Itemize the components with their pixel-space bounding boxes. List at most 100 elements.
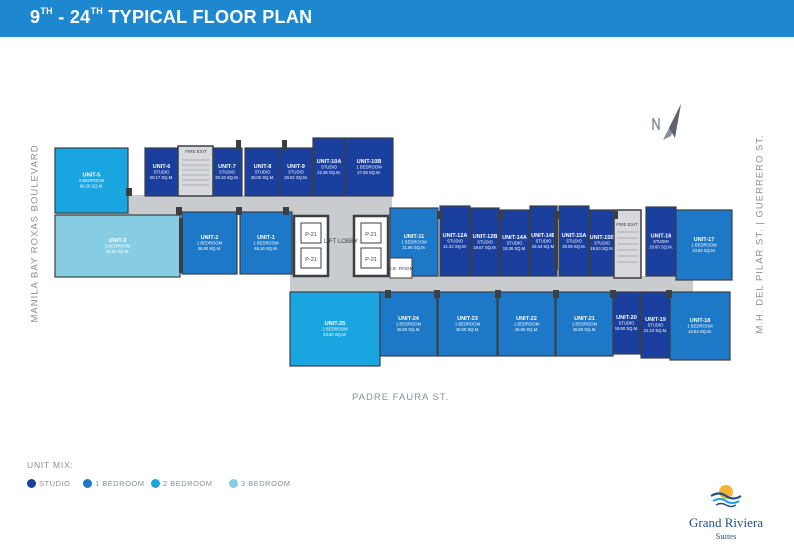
- unit-1-room[interactable]: [239, 211, 293, 275]
- unit-22-type: 1 BEDROOM: [514, 322, 540, 327]
- unit-10a-name: UNIT-10A: [317, 159, 342, 165]
- unit-8-room[interactable]: [244, 147, 281, 197]
- fire-exit-label-east: FIRE EXIT: [616, 222, 638, 227]
- unit-10b-area: 27.28 SQ.M.: [357, 170, 381, 175]
- unit-12b-type: STUDIO: [477, 240, 494, 245]
- legend-item-studio: STUDIO: [27, 479, 70, 488]
- unit-23-area: 40.60 SQ.M.: [456, 327, 480, 332]
- unit-12b-name: UNIT-12B: [473, 234, 498, 240]
- unit-16-area: 20.60 SQ.M.: [649, 245, 673, 250]
- title-bar: 9TH - 24TH TYPICAL FLOOR PLAN: [0, 0, 794, 37]
- unit-14a-room[interactable]: [499, 209, 530, 277]
- unit-16-name: UNIT-16: [651, 234, 672, 240]
- unit-17-room[interactable]: [675, 209, 733, 281]
- fire-exit-label-west: FIRE EXIT: [185, 149, 207, 154]
- unit-14b-area: 19.44 SQ.M.: [532, 244, 556, 249]
- unit-10a-room[interactable]: [312, 137, 346, 197]
- unit-15a-area: 20.06 SQ.M.: [562, 244, 586, 249]
- unit-9-room[interactable]: [279, 147, 313, 197]
- unit-10a-area: 22.35 SQ.M.: [317, 170, 341, 175]
- title-part-a: 9: [30, 7, 41, 27]
- unit-16-room[interactable]: [645, 206, 677, 277]
- unit-12a-room[interactable]: [439, 205, 471, 277]
- lift-lobby-label: LIFT LOBBY: [324, 239, 358, 245]
- unit-2-room[interactable]: [181, 211, 238, 275]
- stair-core-east: FIRE EXIT: [613, 209, 642, 279]
- unit-21-type: 1 BEDROOM: [572, 322, 598, 327]
- sun-wave-logo-icon: [710, 485, 742, 508]
- unit-11-type: 1 BEDROOM: [401, 240, 427, 245]
- unit-21-room[interactable]: [555, 291, 614, 357]
- unit-17-area: 43.84 SQ.M.: [692, 248, 716, 253]
- unit-21-name: UNIT-21: [574, 316, 595, 322]
- lift-label-2: P-21: [305, 257, 317, 263]
- lift-lobby-text: LIFT LOBBY: [324, 239, 358, 245]
- unit-19-name: UNIT-19: [645, 317, 666, 323]
- unit-3-name: UNIT-3: [109, 238, 127, 244]
- page-title: 9TH - 24TH TYPICAL FLOOR PLAN: [30, 6, 312, 28]
- unit-6-area: 20.17 SQ.M.: [150, 175, 174, 180]
- north-arrow-icon: [652, 104, 681, 140]
- unit-22-room[interactable]: [497, 291, 556, 357]
- unit-22-area: 40.60 SQ.M.: [515, 327, 539, 332]
- ee-room-label: E.E. ROOM: [388, 266, 413, 272]
- title-sup-a: TH: [40, 6, 53, 16]
- unit-15a-room[interactable]: [558, 205, 590, 277]
- legend-label: STUDIO: [39, 479, 71, 488]
- lift-label-3: P-21: [365, 232, 377, 238]
- corridor-east: [388, 276, 693, 294]
- unit-14b-room[interactable]: [529, 205, 558, 277]
- unit-1-type: 1 BEDROOM: [253, 241, 279, 246]
- unit-18-name: UNIT-18: [690, 318, 711, 324]
- unit-12b-room[interactable]: [470, 207, 500, 277]
- lift-label-4: P-21: [365, 257, 377, 263]
- street-label-south: PADRE FAURA ST.: [352, 392, 450, 403]
- unit-15b-type: STUDIO: [594, 241, 611, 246]
- unit-3-room[interactable]: [54, 214, 181, 278]
- unit-24-room[interactable]: [379, 291, 438, 357]
- unit-18-room[interactable]: [669, 291, 731, 361]
- unit-6-type: STUDIO: [154, 170, 171, 175]
- unit-16-type: STUDIO: [653, 239, 670, 244]
- unit-23-room[interactable]: [437, 291, 498, 357]
- unit-20-room[interactable]: [612, 291, 641, 355]
- unit-2-type: 1 BEDROOM: [197, 241, 223, 246]
- unit-24-area: 40.60 SQ.M.: [397, 327, 421, 332]
- unit-10b-name: UNIT-10B: [357, 159, 382, 165]
- unit-25-type: 2 BEDROOM: [322, 327, 348, 332]
- unit-7-room[interactable]: [211, 147, 243, 197]
- unit-5-room[interactable]: [54, 147, 129, 214]
- unit-20-name: UNIT-20: [616, 315, 637, 321]
- unit-10b-room[interactable]: [344, 137, 394, 197]
- unit-15b-area: 19.53 SQ.M.: [590, 246, 614, 251]
- unit-23-type: 1 BEDROOM: [455, 322, 481, 327]
- unit-21-area: 40.60 SQ.M.: [573, 327, 597, 332]
- legend-title: UNIT MIX:: [27, 460, 74, 470]
